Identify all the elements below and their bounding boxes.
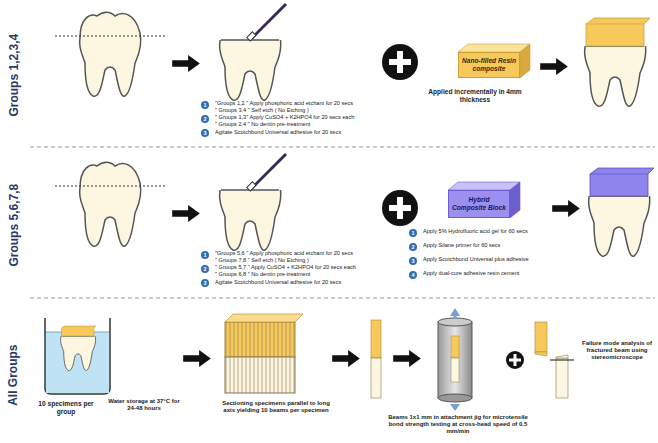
composite-block: Nano-filled Resin composite	[458, 52, 520, 78]
step-text: " Groups 7,8 " Self etch ( No Etching )	[215, 257, 400, 264]
step-text: Agitate Scotchbond Universal adhesive fo…	[215, 129, 400, 136]
step-text: " Groups 6,8 " No dentin pre-treatment	[215, 271, 400, 278]
row-heading: All Groups	[7, 344, 21, 405]
step-text: Apply dual-cure adhesive resin cement	[423, 270, 551, 277]
caption-note: Beams 1x1 mm in attachment jig for micro…	[380, 414, 536, 436]
step-number: 3	[201, 129, 209, 137]
step-number: 2	[201, 265, 209, 273]
step-text: Apply Silane primer for 60 secs	[423, 242, 551, 249]
step-text: Apply Scotchbond Universal plus adhesive	[423, 256, 551, 263]
step-number: 3	[409, 257, 417, 265]
block-label: Hybrid Composite Block	[451, 196, 507, 212]
caption-note: Applied incrementally in 4mm thickness	[420, 88, 530, 104]
caption-note: Failure mode analysis of fractured beam …	[578, 340, 656, 362]
step-text: " Groups 3,4 " Self etch ( No Etching )	[215, 107, 400, 114]
row-heading: Groups 5,6,7,8	[7, 184, 21, 267]
block-label: Nano-filled Resin composite	[461, 57, 517, 73]
step-number: 1	[201, 101, 209, 109]
row-heading: Groups 1,2,3,4	[7, 34, 21, 117]
step-text: "Groups 1,2 " Apply phosphoric acid etch…	[215, 100, 400, 107]
step-text: "Groups 5,6 " Apply phosphoric acid etch…	[215, 250, 400, 257]
step-number: 2	[409, 243, 417, 251]
step-text: " Groups 1,3" Apply CuSO4 + K2HPO4 for 2…	[215, 114, 400, 121]
step-number: 1	[201, 251, 209, 259]
step-text: " Groups 2,4 " No dentin pre-treatment	[215, 121, 400, 128]
composite-block: Hybrid Composite Block	[448, 190, 510, 218]
step-number: 3	[201, 279, 209, 287]
step-text: Agitate Scotchbond Universal adhesive fo…	[215, 279, 400, 286]
caption-note: Sectioning specimens parallel to long ax…	[222, 400, 330, 414]
step-number: 4	[409, 271, 417, 279]
caption-note: Water storage at 37°C for 24-48 hours	[104, 398, 184, 412]
step-text: Apply 5% Hydrofluoric acid gel for 60 se…	[423, 228, 551, 235]
step-number: 2	[201, 115, 209, 123]
step-text: " Groups 5,7 " Apply CuSO4 + K2HPO4 for …	[215, 264, 400, 271]
step-number: 1	[409, 229, 417, 237]
caption-note: 10 specimens per group	[30, 400, 102, 416]
